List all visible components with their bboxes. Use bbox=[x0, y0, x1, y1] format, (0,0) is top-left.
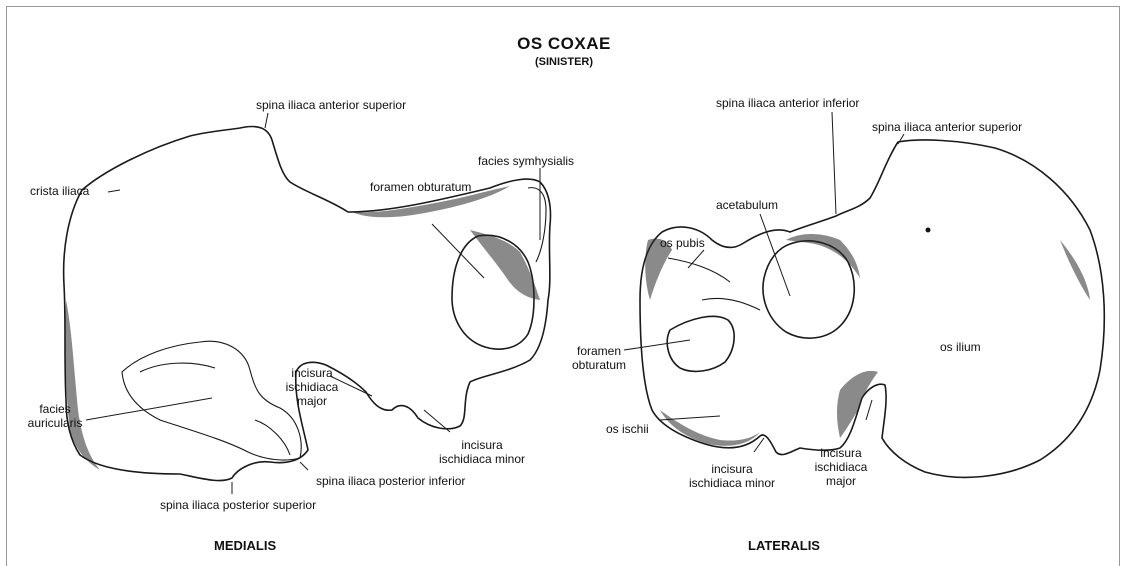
label-lat-foramen-line1: foramen bbox=[566, 344, 632, 358]
label-med-spina-iliaca-posterior-superior: spina iliaca posterior superior bbox=[160, 498, 316, 512]
label-med-incisura-ischidiaca-minor: incisura ischidiaca minor bbox=[432, 438, 532, 466]
label-lat-foramen-obturatum: foramen obturatum bbox=[566, 344, 632, 372]
leader-lat-incisura-major bbox=[866, 400, 872, 420]
label-med-crista-iliaca: crista iliaca bbox=[30, 184, 89, 198]
label-med-incisura-major-line2: ischidiaca bbox=[284, 380, 340, 394]
label-med-incisura-major-line1: incisura bbox=[284, 366, 340, 380]
medial-view-bone bbox=[64, 127, 551, 481]
label-lat-incisura-major-line1: incisura bbox=[806, 446, 876, 460]
label-lat-incisura-minor-line1: incisura bbox=[682, 462, 782, 476]
lateral-view-bone bbox=[640, 140, 1104, 477]
label-med-incisura-ischidiaca-major: incisura ischidiaca major bbox=[284, 366, 340, 408]
leader-med-psis-inf bbox=[300, 462, 308, 470]
label-lat-acetabulum: acetabulum bbox=[716, 198, 778, 212]
label-lat-foramen-line2: obturatum bbox=[566, 358, 632, 372]
figure-subtitle: (SINISTER) bbox=[0, 56, 1128, 68]
label-med-facies-auricularis-line2: auricularis bbox=[20, 416, 90, 430]
label-lat-os-pubis: os pubis bbox=[660, 236, 705, 250]
label-lat-incisura-minor-line2: ischidiaca minor bbox=[682, 476, 782, 490]
label-med-incisura-major-line3: major bbox=[284, 394, 340, 408]
label-lat-incisura-ischidiaca-major: incisura ischidiaca major bbox=[806, 446, 876, 488]
leader-med-asis bbox=[265, 113, 268, 128]
figure-title: OS COXAE bbox=[0, 34, 1128, 54]
label-lat-incisura-ischidiaca-minor: incisura ischidiaca minor bbox=[682, 462, 782, 490]
label-lat-incisura-major-line3: major bbox=[806, 474, 876, 488]
label-lat-incisura-major-line2: ischidiaca bbox=[806, 460, 876, 474]
label-lat-spina-iliaca-anterior-superior: spina iliaca anterior superior bbox=[872, 120, 1022, 134]
leader-lat-aiis bbox=[832, 112, 836, 214]
label-med-spina-iliaca-anterior-superior: spina iliaca anterior superior bbox=[256, 98, 406, 112]
label-med-incisura-minor-line2: ischidiaca minor bbox=[432, 452, 532, 466]
lateral-nutrient-foramen bbox=[926, 228, 931, 233]
label-med-facies-symhysialis: facies symhysialis bbox=[478, 154, 574, 168]
lateral-hip-outline bbox=[640, 140, 1104, 477]
caption-medial-view: MEDIALIS bbox=[214, 538, 276, 553]
caption-lateral-view: LATERALIS bbox=[748, 538, 820, 553]
label-lat-spina-iliaca-anterior-inferior: spina iliaca anterior inferior bbox=[716, 96, 859, 110]
label-lat-os-ilium: os ilium bbox=[940, 340, 981, 354]
label-med-foramen-obturatum: foramen obturatum bbox=[370, 180, 471, 194]
label-med-spina-iliaca-posterior-inferior: spina iliaca posterior inferior bbox=[316, 474, 465, 488]
label-lat-os-ischii: os ischii bbox=[606, 422, 649, 436]
label-med-incisura-minor-line1: incisura bbox=[432, 438, 532, 452]
label-med-facies-auricularis: facies auricularis bbox=[20, 402, 90, 430]
label-med-facies-auricularis-line1: facies bbox=[20, 402, 90, 416]
